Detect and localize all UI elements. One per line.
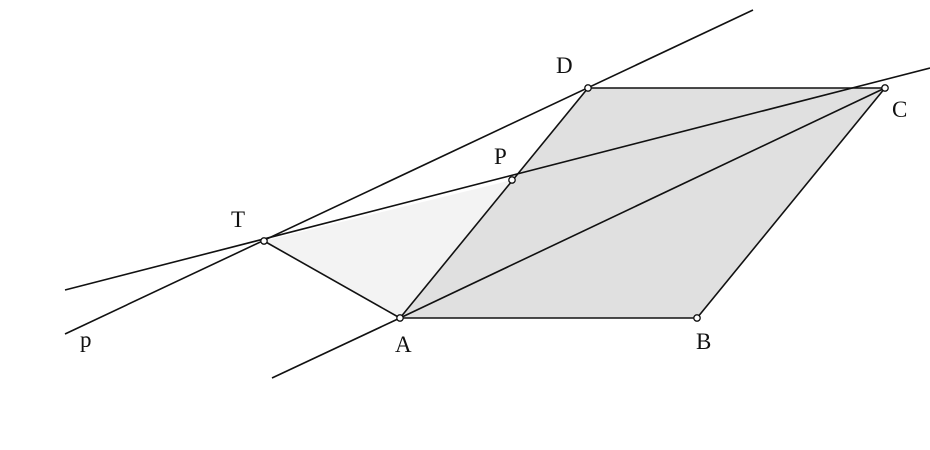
line-T-P-C — [64, 67, 930, 291]
point-D — [584, 84, 592, 92]
point-T — [260, 237, 268, 245]
point-P — [508, 176, 516, 184]
label-T: T — [231, 207, 245, 232]
segment-TA — [263, 240, 401, 319]
diagonal-AC — [399, 87, 886, 319]
point-A — [396, 314, 404, 322]
point-C — [881, 84, 889, 92]
label-P: P — [494, 144, 507, 169]
label-A: A — [395, 332, 412, 357]
label-C: C — [892, 97, 907, 122]
point-B — [693, 314, 701, 322]
line-p-through-T-D — [64, 9, 754, 335]
segment-AD — [399, 87, 589, 319]
label-p: p — [80, 327, 92, 352]
label-B: B — [696, 329, 711, 354]
line-through-A — [271, 317, 401, 379]
segment-BC — [696, 87, 886, 319]
triangle-TAP — [264, 180, 512, 318]
label-D: D — [556, 53, 573, 78]
